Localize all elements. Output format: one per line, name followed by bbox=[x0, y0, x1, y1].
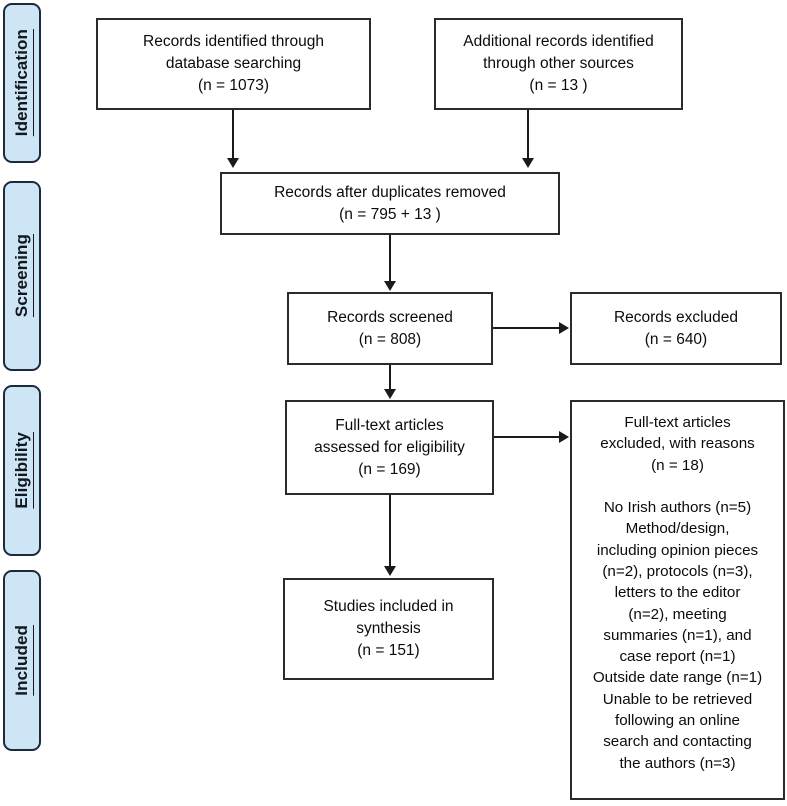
box-additional-records: Additional records identified through ot… bbox=[434, 18, 683, 110]
box-fulltext-assessed-text: Full-text articles assessed for eligibil… bbox=[314, 416, 465, 478]
box-studies-included-text: Studies included in synthesis (n = 151) bbox=[323, 598, 454, 659]
connector-additional-to-duplicates bbox=[527, 110, 529, 160]
box-records-identified-text: Records identified through database sear… bbox=[143, 33, 324, 94]
box-records-screened: Records screened (n = 808) bbox=[287, 292, 493, 365]
box-studies-included: Studies included in synthesis (n = 151) bbox=[283, 578, 494, 680]
arrowhead-screened-to-excluded bbox=[559, 322, 569, 334]
stage-tab-screening[interactable]: Screening bbox=[3, 181, 41, 371]
box-additional-records-text: Additional records identified through ot… bbox=[463, 33, 654, 94]
box-duplicates-removed-text: Records after duplicates removed (n = 79… bbox=[274, 183, 506, 223]
box-records-excluded: Records excluded (n = 640) bbox=[570, 292, 782, 365]
connector-identified-to-duplicates bbox=[232, 110, 234, 160]
box-records-screened-text: Records screened (n = 808) bbox=[327, 308, 453, 348]
connector-screened-to-fulltext bbox=[389, 365, 391, 390]
stage-tab-label: Screening bbox=[12, 234, 31, 318]
box-duplicates-removed: Records after duplicates removed (n = 79… bbox=[220, 172, 560, 235]
arrowhead-fulltext-to-excluded bbox=[559, 431, 569, 443]
stage-tab-eligibility[interactable]: Eligibility bbox=[3, 385, 41, 556]
arrowhead-additional-to-duplicates bbox=[522, 158, 534, 168]
stage-tab-label: Identification bbox=[12, 29, 31, 137]
box-fulltext-excluded-text: Full-text articles excluded, with reason… bbox=[592, 414, 763, 772]
arrowhead-duplicates-to-screened bbox=[384, 281, 396, 291]
stage-tab-label: Eligibility bbox=[12, 432, 31, 509]
connector-duplicates-to-screened bbox=[389, 235, 391, 282]
stage-tab-identification[interactable]: Identification bbox=[3, 3, 41, 163]
box-fulltext-excluded: Full-text articles excluded, with reason… bbox=[570, 400, 785, 800]
box-records-identified: Records identified through database sear… bbox=[96, 18, 371, 110]
stage-tab-included[interactable]: Included bbox=[3, 570, 41, 751]
connector-fulltext-to-included bbox=[389, 495, 391, 567]
box-fulltext-assessed: Full-text articles assessed for eligibil… bbox=[285, 400, 494, 495]
arrowhead-identified-to-duplicates bbox=[227, 158, 239, 168]
arrowhead-fulltext-to-included bbox=[384, 566, 396, 576]
stage-tab-label: Included bbox=[12, 625, 31, 696]
connector-fulltext-to-excluded bbox=[494, 436, 561, 438]
connector-screened-to-excluded bbox=[493, 327, 561, 329]
arrowhead-screened-to-fulltext bbox=[384, 389, 396, 399]
box-records-excluded-text: Records excluded (n = 640) bbox=[613, 308, 739, 348]
